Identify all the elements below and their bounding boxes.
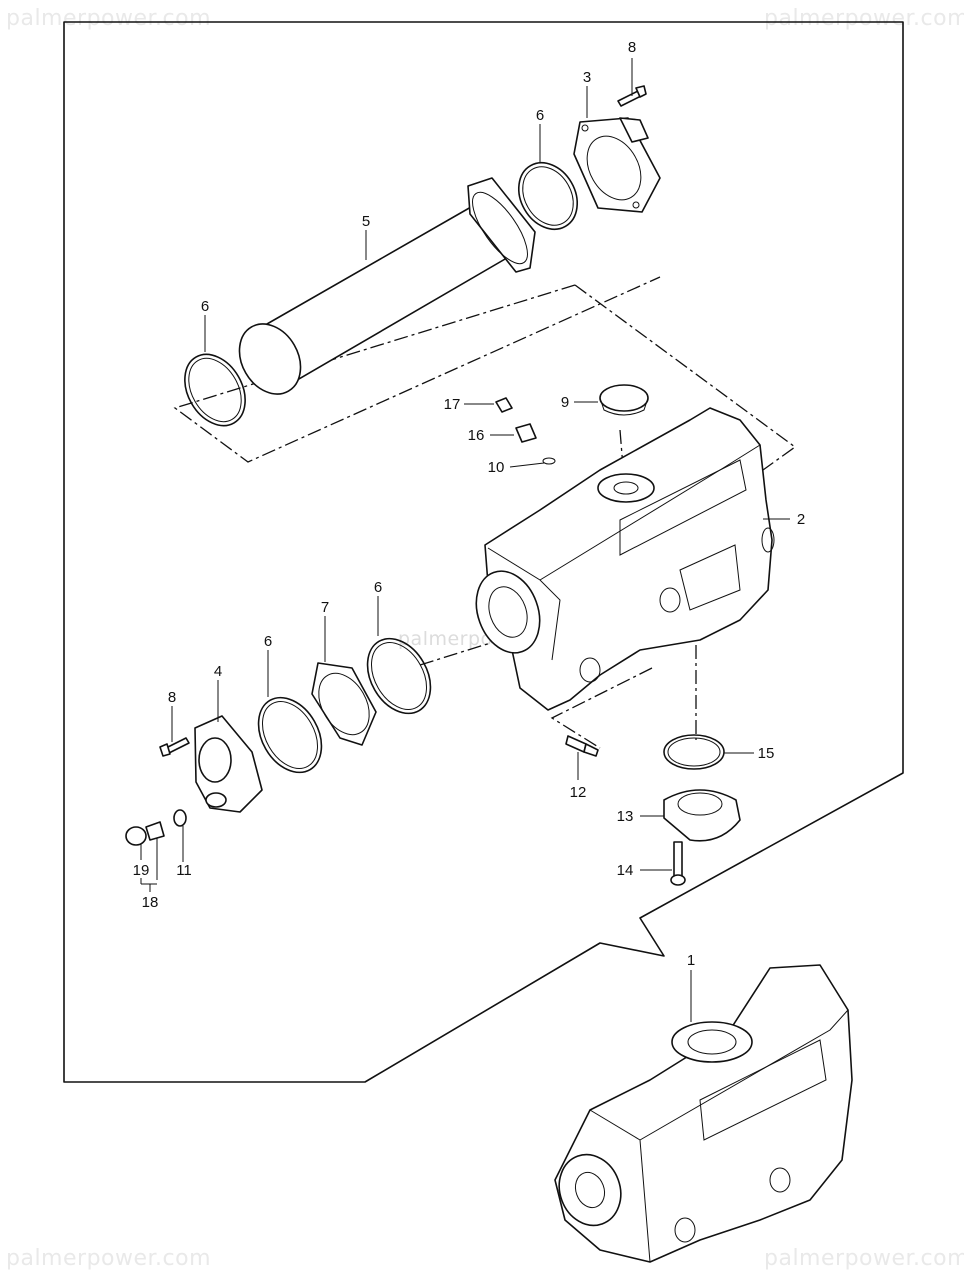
callout-12: 12 (570, 784, 587, 801)
bolt-part-8-left (159, 737, 190, 757)
callout-8-left: 8 (168, 689, 176, 706)
plug-part-17 (495, 397, 513, 413)
o-ring-upper (517, 162, 579, 230)
housing-part-2 (475, 407, 775, 711)
callout-1: 1 (687, 952, 695, 969)
callout-6-left: 6 (264, 633, 272, 650)
assembly-boundary (63, 21, 904, 1083)
o-ring-left-outer (257, 696, 323, 774)
cover-part-3 (573, 117, 661, 213)
callout-6-right: 6 (374, 579, 382, 596)
callout-17: 17 (444, 396, 461, 413)
oring-part-10 (542, 457, 556, 465)
sensor-part-12 (565, 735, 599, 757)
callout-13: 13 (617, 808, 634, 825)
watermark-top-right: palmerpower.com (764, 6, 964, 31)
o-ring-tube-end (184, 353, 246, 427)
cap-part-9 (599, 384, 649, 412)
callout-19: 19 (133, 862, 150, 879)
callout-16: 16 (468, 427, 485, 444)
watermark-bottom-right: palmerpower.com (764, 1246, 964, 1271)
housing-part-13 (663, 789, 741, 842)
callout-8-upper: 8 (628, 39, 636, 56)
plug-part-19 (125, 821, 165, 846)
valve-part-16 (515, 423, 537, 443)
callout-6-upper: 6 (536, 107, 544, 124)
callout-11: 11 (176, 862, 192, 879)
callout-9: 9 (561, 394, 569, 411)
assembly-part-1 (554, 964, 853, 1263)
watermark-bottom-left: palmerpower.com (6, 1246, 212, 1271)
gasket-part-7 (311, 662, 377, 746)
watermark-center: palmerpow (398, 628, 509, 650)
callout-3: 3 (583, 69, 591, 86)
watermark-top-left: palmerpower.com (6, 6, 212, 31)
callout-7: 7 (321, 599, 329, 616)
tube-part-5 (238, 177, 536, 395)
bolt-part-14 (670, 841, 686, 886)
leader-lines (140, 58, 790, 1022)
callout-4: 4 (214, 663, 222, 680)
ring-part-15 (663, 734, 725, 770)
callout-6-tube: 6 (201, 298, 209, 315)
callout-numbers: 8 3 6 5 6 9 17 16 10 2 6 7 6 4 8 15 12 1… (133, 39, 806, 969)
callout-2: 2 (797, 511, 805, 528)
washer-part-11 (173, 809, 187, 827)
o-ring-left-inner (366, 637, 432, 715)
callout-5: 5 (362, 213, 370, 230)
bolt-part-8-upper (617, 85, 647, 107)
callout-15: 15 (758, 745, 775, 762)
callout-18: 18 (142, 894, 159, 911)
cover-part-4 (194, 715, 263, 813)
callout-14: 14 (617, 862, 634, 879)
callout-10: 10 (488, 459, 505, 476)
